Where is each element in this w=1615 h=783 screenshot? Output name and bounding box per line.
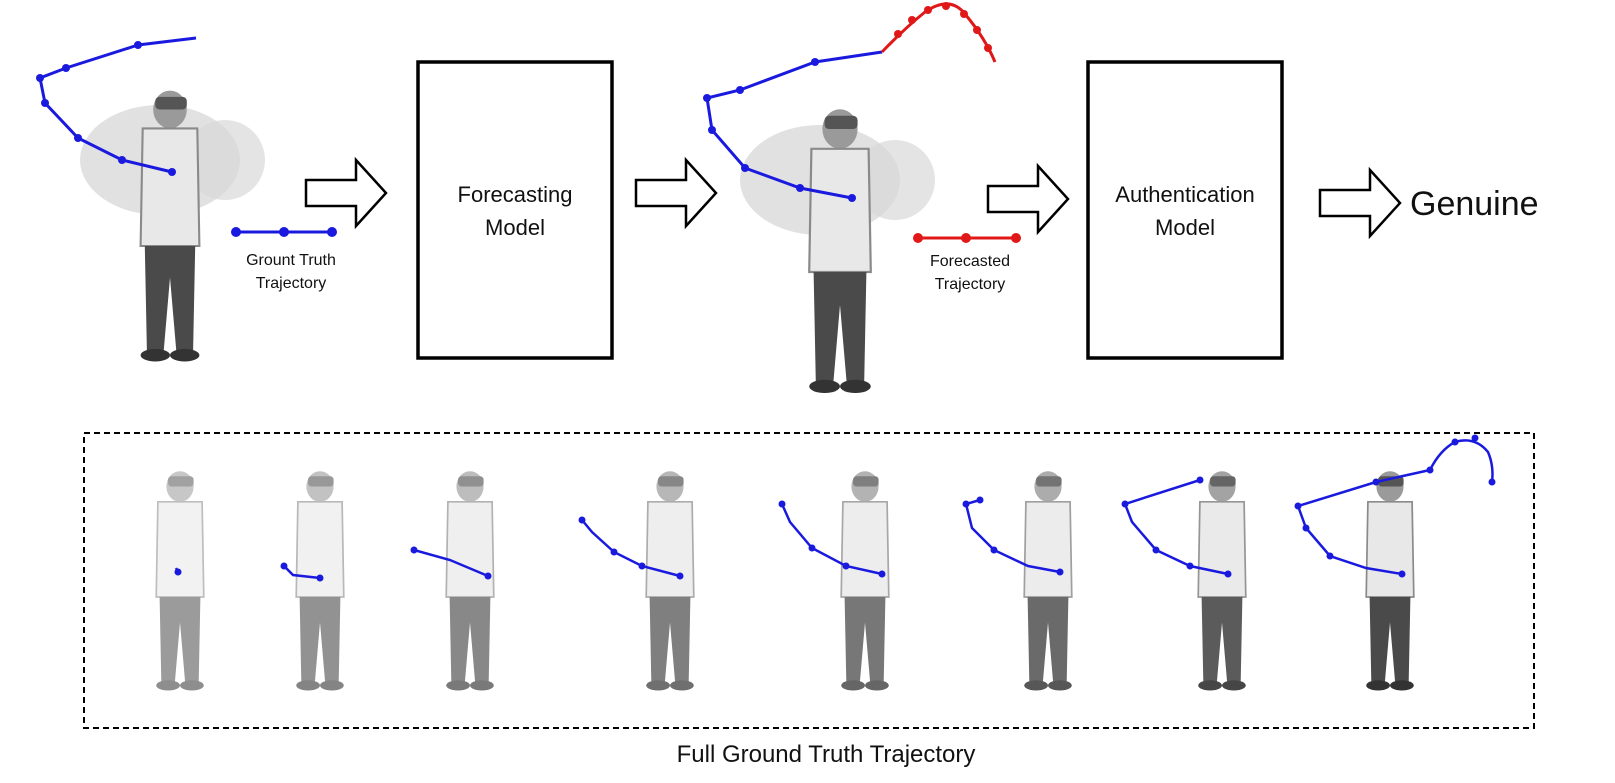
forecasting-model-label-2: Model bbox=[485, 215, 545, 240]
forecasting-model-label-1: Forecasting bbox=[458, 182, 573, 207]
forecasted-arm-points bbox=[894, 2, 992, 52]
input-arm-points bbox=[703, 58, 856, 202]
arrow-right-icon bbox=[1318, 166, 1402, 240]
forecasted-legend-label-2: Trajectory bbox=[935, 276, 1006, 293]
ground-truth-legend-line bbox=[231, 227, 337, 237]
forecasting-model-box bbox=[416, 60, 614, 360]
authentication-model-label-1: Authentication bbox=[1115, 182, 1254, 207]
ground-truth-legend-label-2: Trajectory bbox=[256, 275, 327, 292]
full-trajectory-arm-points bbox=[174, 434, 1496, 582]
arrow-right-icon bbox=[304, 156, 388, 230]
ground-truth-legend-label-1: Grount Truth bbox=[246, 252, 336, 269]
ground-truth-arm-trajectory bbox=[38, 36, 197, 174]
ground-truth-arm-points bbox=[36, 41, 176, 176]
full-trajectory-arm-paths bbox=[174, 439, 1494, 580]
arrow-right-icon bbox=[634, 156, 718, 230]
forecasted-legend-line bbox=[913, 233, 1021, 243]
result-genuine-label: Genuine bbox=[1410, 185, 1539, 223]
input-arm-trajectory bbox=[705, 50, 883, 200]
authentication-model-label-2: Model bbox=[1155, 215, 1215, 240]
full-trajectory-caption: Full Ground Truth Trajectory bbox=[677, 741, 976, 768]
full-trajectory-frame bbox=[83, 432, 1535, 729]
person-figure-forecast bbox=[740, 108, 935, 395]
authentication-model-box bbox=[1086, 60, 1284, 360]
person-figure-input bbox=[80, 89, 265, 363]
arrow-right-icon bbox=[986, 162, 1070, 236]
forecasted-legend-label-1: Forecasted bbox=[930, 253, 1010, 270]
